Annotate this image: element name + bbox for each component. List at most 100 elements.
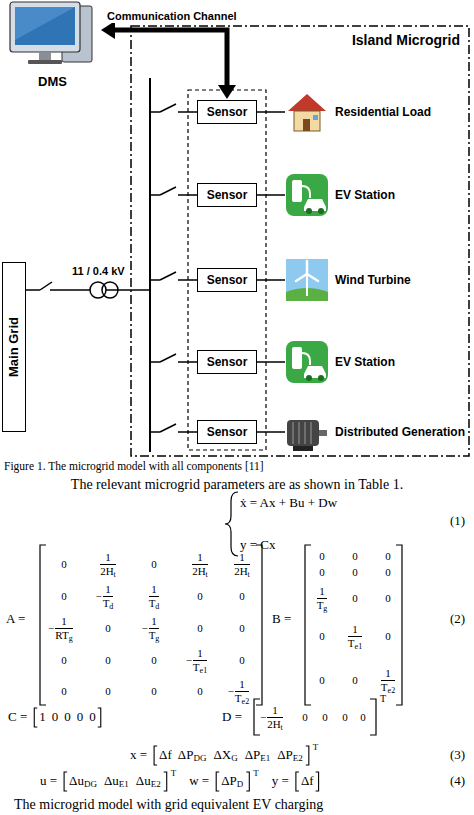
fraction-numerator: 1 (192, 552, 208, 564)
fraction: 1RTg (55, 616, 72, 643)
matrix-entry: 0 (352, 593, 358, 604)
matrix-entry: 0 (319, 631, 325, 642)
subscript: d (109, 602, 113, 611)
fraction-denominator: Te1 (193, 660, 207, 675)
subscript: G (231, 754, 238, 763)
fraction-numerator: 1 (267, 705, 283, 717)
matrix-entry: 0 (239, 655, 245, 666)
node-label: Main Grid (6, 317, 22, 377)
denominator-text: T (235, 692, 242, 704)
fraction-numerator: 1 (100, 552, 116, 564)
sensor-box: Sensor (197, 350, 257, 374)
subscript: E1 (119, 780, 129, 789)
equation-symbol: Δu (104, 774, 119, 787)
fraction-denominator: Te1 (348, 636, 362, 651)
fraction: 1Tg (149, 616, 160, 643)
equation-symbol: Δu (136, 774, 151, 787)
bracket (98, 708, 101, 727)
connector-line (257, 431, 285, 433)
fraction-numerator: 1 (103, 584, 114, 596)
fraction: 12Ht (192, 552, 208, 579)
arrow-head (101, 21, 115, 39)
matrix-entry: 0 (151, 655, 157, 666)
denominator-text: T (381, 681, 388, 693)
matrix-entry: 0 (61, 591, 67, 602)
connector (257, 432, 285, 433)
matrix-entry: 0 (61, 686, 67, 697)
minus-sign: − (48, 623, 54, 634)
load-node: EV Station (285, 173, 467, 217)
minus-sign: − (260, 712, 266, 723)
matrix-entry: 0 (61, 559, 67, 570)
fraction: 1Td (103, 584, 114, 611)
matrix-entry: 0 (105, 686, 111, 697)
node-label: EV Station (285, 355, 395, 369)
equation-text: B = (272, 612, 291, 625)
subscript: D (237, 780, 244, 789)
fraction-numerator: 1 (149, 616, 160, 628)
equation-symbol: 1 (39, 710, 46, 723)
node-label: DMS (5, 74, 100, 90)
matrix-entry: 0 (197, 686, 203, 697)
subscript: g (323, 604, 327, 613)
bracket (296, 772, 299, 791)
bracket (216, 772, 219, 791)
subscript: E2 (293, 754, 303, 763)
node-label: Sensor (207, 355, 248, 369)
denominator-text: T (149, 629, 156, 641)
fraction-numerator: 1 (193, 648, 207, 660)
fraction: 1Te2 (235, 679, 249, 706)
equation-symbol: w = (189, 774, 209, 787)
equation-text: D = (222, 710, 242, 723)
matrix-entry: 0 (197, 623, 203, 634)
superscript: T (253, 769, 259, 778)
denominator-text: 2H (100, 565, 113, 577)
fraction-denominator: 2Ht (267, 717, 283, 732)
node-label: Distributed Generation (285, 425, 465, 439)
matrix-entry: 0 (342, 712, 348, 723)
connector-line (257, 111, 285, 113)
connector (257, 112, 285, 113)
bracket (34, 708, 37, 727)
matrix-entry: 0 (151, 559, 157, 570)
matrix-entry: 0 (105, 623, 111, 634)
matrix-entry: 0 (352, 675, 358, 686)
figure-caption: Figure 1. The microgrid model with all c… (4, 461, 264, 473)
fraction-denominator: Tg (317, 598, 328, 613)
equation-text: T (380, 694, 386, 704)
load-icon (285, 90, 329, 134)
fraction-numerator: 1 (348, 624, 362, 636)
subscript: g (69, 634, 73, 643)
equation-text: (3) (450, 748, 465, 761)
node-label: Island Microgrid (352, 32, 460, 49)
fraction-numerator: 1 (317, 586, 328, 598)
node-label: Sensor (207, 273, 248, 287)
fraction-numerator: 1 (381, 668, 395, 680)
subscript: E1 (260, 754, 270, 763)
denominator-text: 2H (192, 565, 205, 577)
matrix-entry: 0 (360, 712, 366, 723)
minus-sign: − (228, 686, 234, 697)
dms-node: DMS (5, 0, 100, 92)
fraction-denominator: Tg (149, 628, 160, 643)
node-label: Sensor (207, 425, 248, 439)
equation-symbol: Δf (159, 748, 172, 761)
bracket (64, 772, 67, 791)
fraction-denominator: Td (149, 596, 160, 611)
matrix-entry: 0 (352, 567, 358, 578)
connector (101, 21, 236, 99)
node-label: Wind Turbine (285, 273, 411, 287)
denominator-text: T (348, 637, 355, 649)
fraction-numerator: 1 (55, 616, 72, 628)
equation-symbol: ΔX (213, 748, 231, 761)
matrix-entry: 0 (385, 631, 391, 642)
connector-line (112, 30, 227, 88)
equation-symbol: ΔP (221, 774, 237, 787)
subscript: g (155, 634, 159, 643)
subscript: DG (193, 754, 206, 763)
connector (257, 362, 285, 363)
superscript: T (171, 769, 177, 778)
equation-symbol: u = (40, 774, 57, 787)
subscript: t (248, 570, 250, 579)
